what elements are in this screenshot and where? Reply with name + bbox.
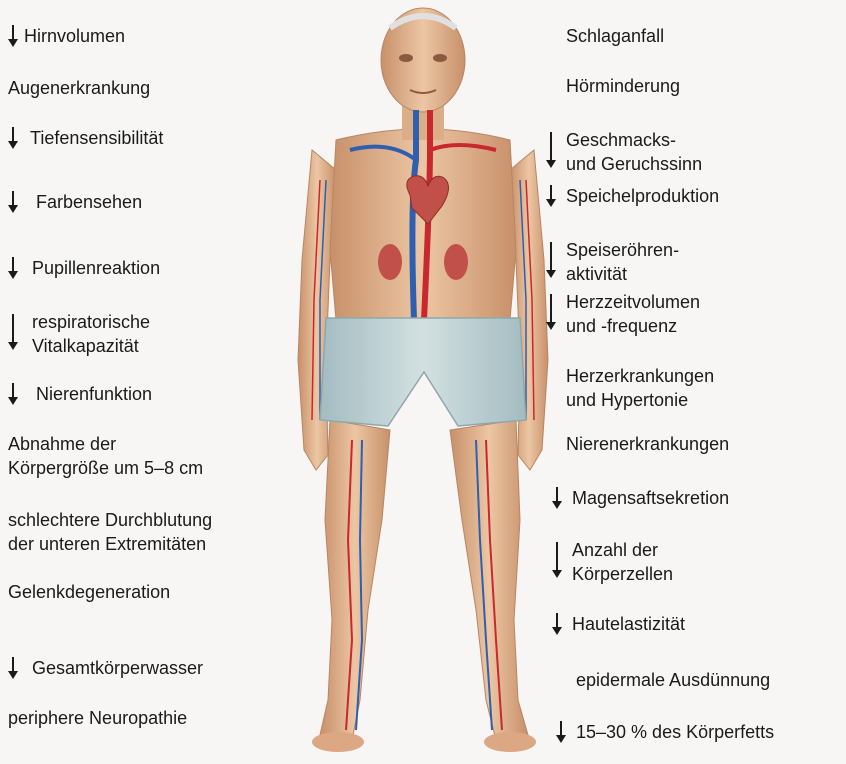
right-label-5-line-2: aktivität <box>566 262 679 286</box>
left-label-4-line-1: Farbensehen <box>36 190 142 214</box>
down-arrow-icon <box>8 657 18 679</box>
right-label-12: epidermale Ausdünnung <box>576 668 770 692</box>
left-label-3: Tiefensensibilität <box>30 126 163 150</box>
left-label-7: Nierenfunktion <box>36 382 152 406</box>
right-label-3: Geschmacks-und Geruchssinn <box>566 128 702 176</box>
left-label-3-line-1: Tiefensensibilität <box>30 126 163 150</box>
left-label-11: Gesamtkörperwasser <box>32 656 203 680</box>
right-label-11-line-1: Hautelastizität <box>572 612 685 636</box>
right-label-7-line-2: und Hypertonie <box>566 388 714 412</box>
right-label-10-line-2: Körperzellen <box>572 562 673 586</box>
left-label-6-line-2: Vitalkapazität <box>32 334 150 358</box>
right-label-6-line-2: und -frequenz <box>566 314 700 338</box>
right-label-5-line-1: Speiseröhren- <box>566 238 679 262</box>
right-label-2: Hörminderung <box>566 74 680 98</box>
down-arrow-icon <box>546 132 556 168</box>
right-label-2-line-1: Hörminderung <box>566 74 680 98</box>
right-label-7-line-1: Herzerkrankungen <box>566 364 714 388</box>
right-kidney <box>444 244 468 280</box>
right-label-9: Magensaftsekretion <box>572 486 729 510</box>
down-arrow-icon <box>8 127 18 149</box>
left-label-9-line-2: der unteren Extremitäten <box>8 532 212 556</box>
left-label-1: Hirnvolumen <box>24 24 125 48</box>
right-label-8-line-1: Nierenerkrankungen <box>566 432 729 456</box>
right-label-1-line-1: Schlaganfall <box>566 24 664 48</box>
down-arrow-icon <box>556 721 566 743</box>
left-label-6-line-1: respiratorische <box>32 310 150 334</box>
left-label-5-line-1: Pupillenreaktion <box>32 256 160 280</box>
left-kidney <box>378 244 402 280</box>
left-label-12: periphere Neuropathie <box>8 706 187 730</box>
left-label-1-line-1: Hirnvolumen <box>24 24 125 48</box>
right-label-11: Hautelastizität <box>572 612 685 636</box>
right-label-4-line-1: Speichelproduktion <box>566 184 719 208</box>
left-label-7-line-1: Nierenfunktion <box>36 382 152 406</box>
human-body-illustration <box>290 0 556 764</box>
right-label-13-line-1: 15–30 % des Körperfetts <box>576 720 774 744</box>
down-arrow-icon <box>8 25 18 47</box>
down-arrow-icon <box>552 542 562 578</box>
shorts <box>320 318 526 426</box>
right-label-4: Speichelproduktion <box>566 184 719 208</box>
right-label-3-line-1: Geschmacks- <box>566 128 702 152</box>
left-label-8-line-2: Körpergröße um 5–8 cm <box>8 456 203 480</box>
down-arrow-icon <box>8 314 18 350</box>
right-label-1: Schlaganfall <box>566 24 664 48</box>
down-arrow-icon <box>8 191 18 213</box>
left-label-10: Gelenkdegeneration <box>8 580 170 604</box>
left-label-2: Augenerkrankung <box>8 76 150 100</box>
right-label-6-line-1: Herzzeitvolumen <box>566 290 700 314</box>
left-label-9-line-1: schlechtere Durchblutung <box>8 508 212 532</box>
left-label-2-line-1: Augenerkrankung <box>8 76 150 100</box>
left-foot <box>312 732 364 752</box>
right-label-10-line-1: Anzahl der <box>572 538 673 562</box>
right-label-5: Speiseröhren-aktivität <box>566 238 679 286</box>
left-label-11-line-1: Gesamtkörperwasser <box>32 656 203 680</box>
down-arrow-icon <box>546 294 556 330</box>
left-label-10-line-1: Gelenkdegeneration <box>8 580 170 604</box>
right-label-3-line-2: und Geruchssinn <box>566 152 702 176</box>
left-label-5: Pupillenreaktion <box>32 256 160 280</box>
right-label-12-line-1: epidermale Ausdünnung <box>576 668 770 692</box>
left-leg <box>320 420 390 740</box>
right-label-13: 15–30 % des Körperfetts <box>576 720 774 744</box>
down-arrow-icon <box>8 383 18 405</box>
down-arrow-icon <box>8 257 18 279</box>
right-label-9-line-1: Magensaftsekretion <box>572 486 729 510</box>
left-label-12-line-1: periphere Neuropathie <box>8 706 187 730</box>
left-label-8-line-1: Abnahme der <box>8 432 203 456</box>
down-arrow-icon <box>546 242 556 278</box>
left-label-4: Farbensehen <box>36 190 142 214</box>
right-label-8: Nierenerkrankungen <box>566 432 729 456</box>
down-arrow-icon <box>552 487 562 509</box>
down-arrow-icon <box>546 185 556 207</box>
right-foot <box>484 732 536 752</box>
down-arrow-icon <box>552 613 562 635</box>
